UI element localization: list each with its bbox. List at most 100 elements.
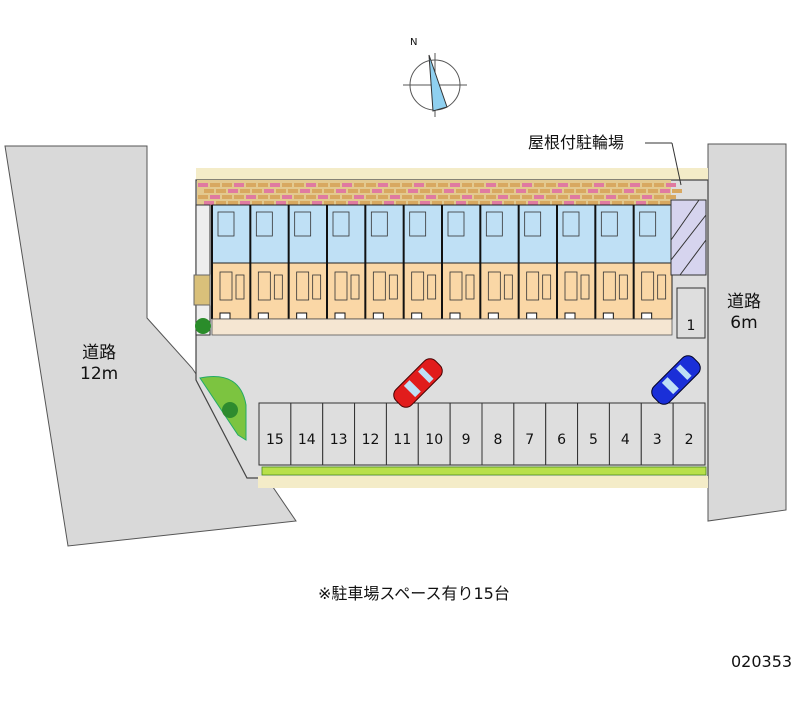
brick (516, 201, 526, 205)
brick (228, 201, 238, 205)
apartment-unit (287, 205, 322, 320)
brick (672, 189, 682, 193)
left-road-label: 道路 12m (80, 343, 118, 385)
left-road-name: 道路 (82, 343, 117, 363)
brick (462, 183, 472, 187)
brick (324, 189, 334, 193)
brick (468, 201, 478, 205)
brick (486, 183, 496, 187)
parking-space-12 (354, 402, 387, 466)
compass-icon (403, 53, 467, 117)
apartment-unit (594, 205, 628, 320)
brick (438, 183, 448, 187)
brick (294, 195, 304, 199)
brick (540, 189, 550, 193)
parking-space-4 (608, 402, 642, 466)
brick (618, 183, 628, 187)
parking-space-1 (676, 287, 706, 339)
brick (540, 201, 550, 205)
brick (666, 195, 676, 199)
brick (276, 201, 286, 205)
brick (654, 183, 664, 187)
brick (342, 183, 352, 187)
apartment-unit (517, 205, 552, 320)
brick (252, 201, 262, 205)
brick (306, 183, 316, 187)
brick (546, 195, 556, 199)
brick (606, 195, 616, 199)
brick (594, 195, 604, 199)
brick (324, 201, 334, 205)
brick (222, 195, 232, 199)
brick (432, 201, 442, 205)
brick (282, 195, 292, 199)
brick (198, 183, 208, 187)
brick (420, 189, 430, 193)
brick (456, 189, 466, 193)
brick (456, 201, 466, 205)
parking-space-number: 15 (266, 432, 284, 448)
brick (522, 183, 532, 187)
brick (432, 189, 442, 193)
brick (426, 183, 436, 187)
brick (198, 195, 208, 199)
brick (576, 201, 586, 205)
brick (552, 201, 562, 205)
brick (564, 189, 574, 193)
brick (276, 189, 286, 193)
brick (570, 183, 580, 187)
parking-space-number: 13 (329, 432, 348, 448)
parking-space-number: 4 (620, 432, 630, 448)
brick (528, 189, 538, 193)
brick (234, 183, 244, 187)
brick (288, 201, 298, 205)
brick (384, 201, 394, 205)
brick (420, 201, 430, 205)
brick (300, 201, 310, 205)
brick (222, 183, 232, 187)
brick (378, 183, 388, 187)
brick (444, 189, 454, 193)
brick (654, 195, 664, 199)
brick (450, 183, 460, 187)
brick (582, 195, 592, 199)
brick (660, 201, 670, 205)
brick (492, 189, 502, 193)
parking-space-number: 14 (297, 432, 316, 448)
walkway (211, 318, 673, 336)
brick (312, 189, 322, 193)
brick (594, 183, 604, 187)
apartment-unit (441, 205, 475, 320)
brick (630, 195, 640, 199)
apartment-unit (249, 205, 283, 320)
lot-bottom-strip (258, 476, 708, 488)
brick (510, 195, 520, 199)
brick (246, 183, 256, 187)
parking-space-number: 12 (361, 432, 380, 448)
brick (348, 189, 358, 193)
brick (546, 183, 556, 187)
brick (396, 189, 406, 193)
brick (408, 189, 418, 193)
brick (414, 195, 424, 199)
brick (552, 189, 562, 193)
brick (666, 183, 676, 187)
brick (342, 195, 352, 199)
brick (528, 201, 538, 205)
brick (282, 183, 292, 187)
tree (195, 318, 211, 334)
brick (522, 195, 532, 199)
property-code: 020353 (731, 652, 793, 671)
brick (504, 189, 514, 193)
brick (300, 189, 310, 193)
brick (474, 183, 484, 187)
brick (624, 201, 634, 205)
brick (270, 183, 280, 187)
brick (570, 195, 580, 199)
brick (504, 201, 514, 205)
brick (402, 183, 412, 187)
brick (576, 189, 586, 193)
brick (258, 183, 268, 187)
brick (474, 195, 484, 199)
